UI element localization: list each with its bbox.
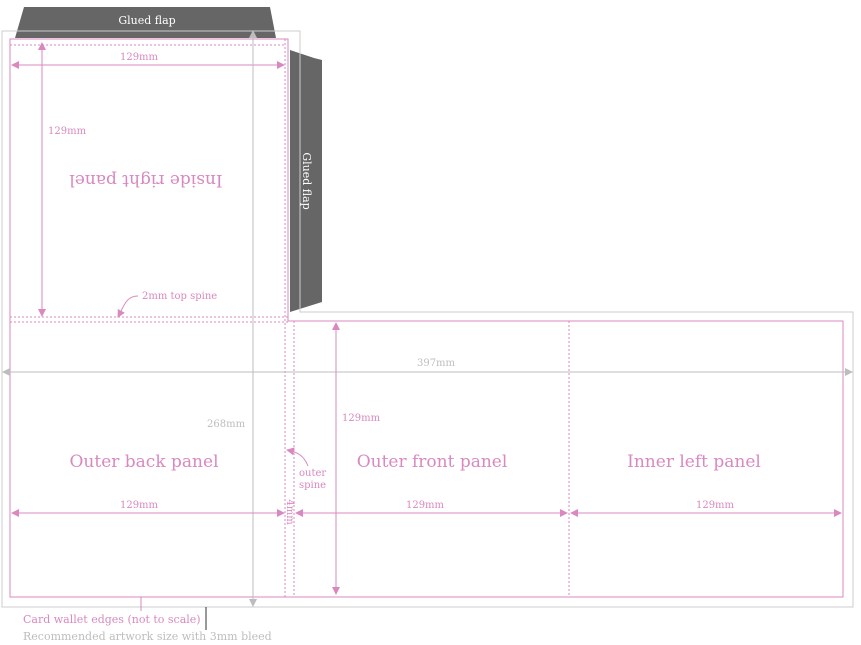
top-height-label: 129mm [48,126,87,137]
inner-left-panel-label: Inner left panel [627,452,761,472]
outer-spine-annotation-2: spine [299,480,326,491]
outer-spine-callout [286,447,309,467]
legend-bleed: Recommended artwork size with 3mm bleed [23,630,272,643]
top-width-label: 129mm [120,52,159,63]
inner-width-label: 129mm [696,500,735,511]
inside-right-panel-label: Inside right panel [69,170,222,190]
side-flap-label: Glued flap [300,152,313,209]
top-spine-annotation: 2mm top spine [142,291,217,302]
front-height-label: 129mm [342,413,381,424]
top-spine-callout [117,295,139,318]
spine-width-label: 4mm [284,499,295,525]
outer-spine-annotation-1: outer [299,468,326,479]
top-glued-flap [15,7,276,38]
legend-edges: Card wallet edges (not to scale) [23,613,201,626]
outer-back-panel-label: Outer back panel [69,452,218,472]
side-glued-flap [290,50,322,312]
bleed-outline [1,30,854,608]
overall-width-label: 397mm [417,358,456,369]
overall-height-label: 268mm [207,419,246,430]
wallet-edges [9,38,844,598]
outer-front-panel-label: Outer front panel [357,452,508,472]
top-flap-label: Glued flap [118,14,175,27]
front-width-label: 129mm [406,500,445,511]
back-width-label: 129mm [120,500,159,511]
